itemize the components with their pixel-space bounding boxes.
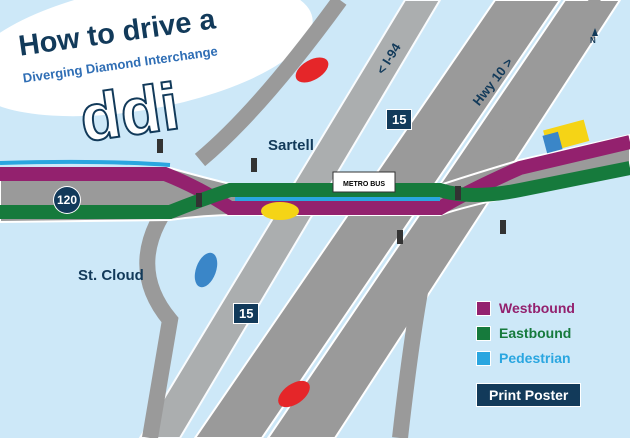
car-yellow xyxy=(261,202,299,220)
compass-arrow-icon xyxy=(592,28,598,36)
car-red-top xyxy=(295,57,329,83)
cross-road xyxy=(0,133,630,224)
traffic-lights xyxy=(157,139,506,244)
title-cloud xyxy=(0,0,313,117)
car-blue xyxy=(194,252,218,288)
shield-15-bottom: 15 xyxy=(233,303,260,324)
car-red-bottom xyxy=(278,380,310,408)
bus-label: METRO BUS xyxy=(343,181,385,188)
place-st-cloud: St. Cloud xyxy=(78,267,144,284)
print-poster-button[interactable]: Print Poster xyxy=(476,383,582,407)
pedestrian-swatch xyxy=(476,350,491,366)
compass-label: N xyxy=(590,36,596,45)
place-sartell: Sartell xyxy=(268,137,314,154)
ddi-logo: ddi xyxy=(74,67,184,156)
westbound-swatch xyxy=(476,300,491,316)
truck xyxy=(542,119,590,154)
legend-pedestrian: Pedestrian xyxy=(476,350,571,366)
metro-bus xyxy=(332,171,396,193)
legend-westbound: Westbound xyxy=(476,300,575,316)
eastbound-swatch xyxy=(476,325,491,341)
shield-15-top: 15 xyxy=(386,109,413,130)
legend-eastbound: Eastbound xyxy=(476,325,571,341)
shield-120: 120 xyxy=(53,186,82,214)
